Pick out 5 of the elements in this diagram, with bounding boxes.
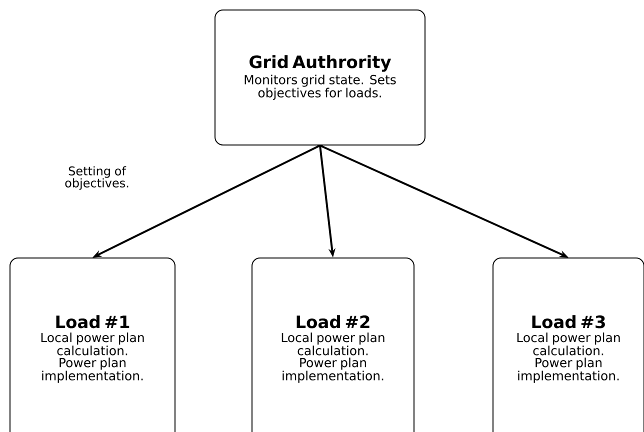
load-box: Load #3 Local power plan calculation. Power plan implementation. xyxy=(492,258,644,432)
load-box: Load #2 Local power plan calculation. Power plan implementation. xyxy=(252,258,414,432)
edge-label: Setting of objectives. xyxy=(58,165,136,191)
load-box: Load #1 Local power plan calculation. Power plan implementation. xyxy=(10,258,176,432)
authority-box: Grid Authrority Monitors grid state. Sets objectives for loads. xyxy=(214,10,426,146)
